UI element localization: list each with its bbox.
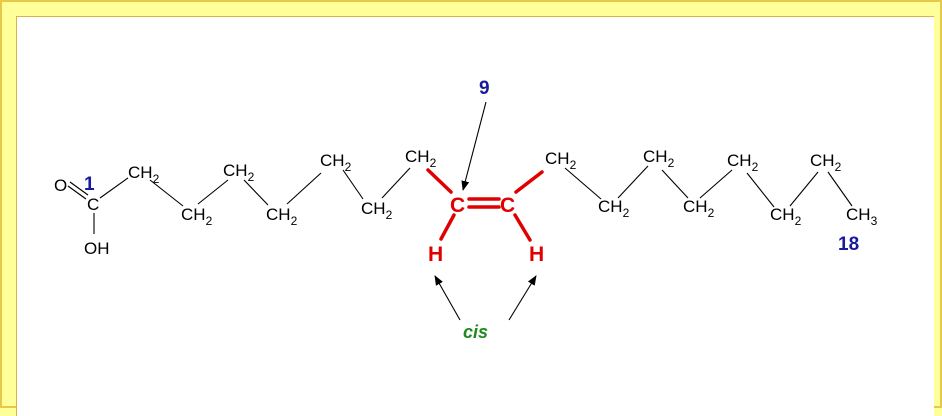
carbonyl-oxygen: O bbox=[54, 176, 67, 195]
ch2-groups: CH2 CH2 CH2 CH2 CH2 CH2 CH2 CH2 CH2 CH2 … bbox=[128, 147, 878, 228]
ch2-group: CH2 bbox=[545, 149, 577, 172]
hydrogen-right: H bbox=[529, 243, 544, 266]
ch3-group: CH3 bbox=[846, 205, 878, 228]
bond-c10-c11 bbox=[514, 170, 544, 194]
cis-double-bond: C C H H bbox=[426, 168, 544, 266]
ch2-group: CH2 bbox=[727, 151, 759, 174]
diagram-panel bbox=[16, 16, 934, 416]
cis-label: cis bbox=[463, 322, 488, 342]
carboxyl-group: O C OH bbox=[54, 176, 129, 258]
ch2-group: CH2 bbox=[810, 151, 842, 174]
ch2-group: CH2 bbox=[770, 205, 802, 228]
ch2-group: CH2 bbox=[643, 147, 675, 170]
carbon-1-label: 1 bbox=[84, 174, 95, 195]
bond-c9-h bbox=[439, 213, 456, 241]
ch2-group: CH2 bbox=[320, 151, 352, 174]
carbon-18-label: 18 bbox=[838, 234, 859, 255]
ch2-group: CH2 bbox=[181, 205, 213, 228]
cis-arrow-right bbox=[508, 275, 537, 321]
ch2-group: CH2 bbox=[405, 147, 437, 170]
hydroxyl-group: OH bbox=[84, 239, 110, 258]
ch2-group: CH2 bbox=[598, 197, 630, 220]
ch2-group: CH2 bbox=[223, 161, 255, 184]
carbonyl-bond-a bbox=[67, 185, 87, 200]
chain-bond-1 bbox=[99, 177, 129, 199]
left-chain-bonds bbox=[149, 167, 411, 207]
carbonyl-bond-b bbox=[69, 181, 89, 196]
carbon-9-arrow bbox=[461, 101, 487, 191]
bond-c10-h bbox=[513, 213, 532, 242]
ch2-group: CH2 bbox=[128, 163, 160, 186]
right-chain-bonds bbox=[564, 165, 853, 208]
ch2-group: CH2 bbox=[683, 197, 715, 220]
cis-arrow-left bbox=[434, 275, 461, 321]
bond-c8-c9 bbox=[426, 168, 453, 194]
ch2-group: CH2 bbox=[361, 199, 393, 222]
carbon-10: C bbox=[500, 194, 515, 217]
hydrogen-left: H bbox=[428, 243, 443, 266]
ch2-group: CH2 bbox=[266, 205, 298, 228]
carbon-9-label: 9 bbox=[479, 78, 490, 99]
carbon-9: C bbox=[450, 194, 465, 217]
carboxyl-carbon: C bbox=[87, 195, 99, 214]
